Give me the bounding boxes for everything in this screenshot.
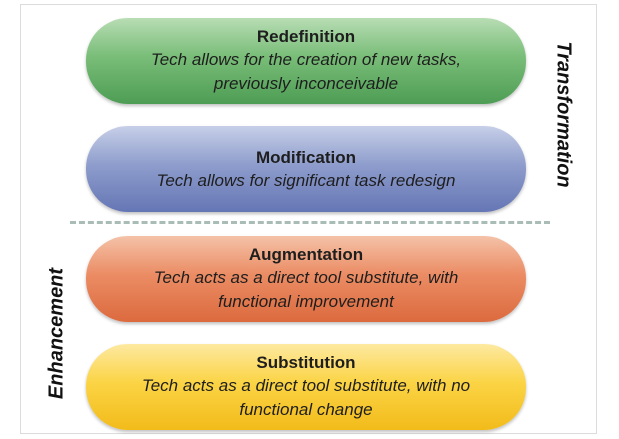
substitution-description-line1: Tech acts as a direct tool substitute, w… <box>141 376 471 395</box>
modification-description-line1: Tech allows for significant task redesig… <box>156 171 456 190</box>
modification-pill: Modification Tech allows for significant… <box>86 126 526 212</box>
augmentation-description-line1: Tech acts as a direct tool substitute, w… <box>153 268 459 287</box>
redefinition-pill: Redefinition Tech allows for the creatio… <box>86 18 526 104</box>
substitution-description-line2: functional change <box>239 400 373 419</box>
augmentation-pill: Augmentation Tech acts as a direct tool … <box>86 236 526 322</box>
redefinition-title: Redefinition <box>256 27 356 46</box>
modification-title: Modification <box>255 148 357 167</box>
augmentation-title: Augmentation <box>248 245 364 264</box>
redefinition-description-line2: previously inconceivable <box>213 74 399 93</box>
substitution-pill: Substitution Tech acts as a direct tool … <box>86 344 526 430</box>
transformation-label: Transformation <box>552 41 575 188</box>
enhancement-label: Enhancement <box>45 267 68 400</box>
redefinition-description-line1: Tech allows for the creation of new task… <box>150 50 462 69</box>
transformation-enhancement-divider <box>70 221 550 224</box>
substitution-title: Substitution <box>256 353 356 372</box>
augmentation-description-line2: functional improvement <box>218 292 394 311</box>
